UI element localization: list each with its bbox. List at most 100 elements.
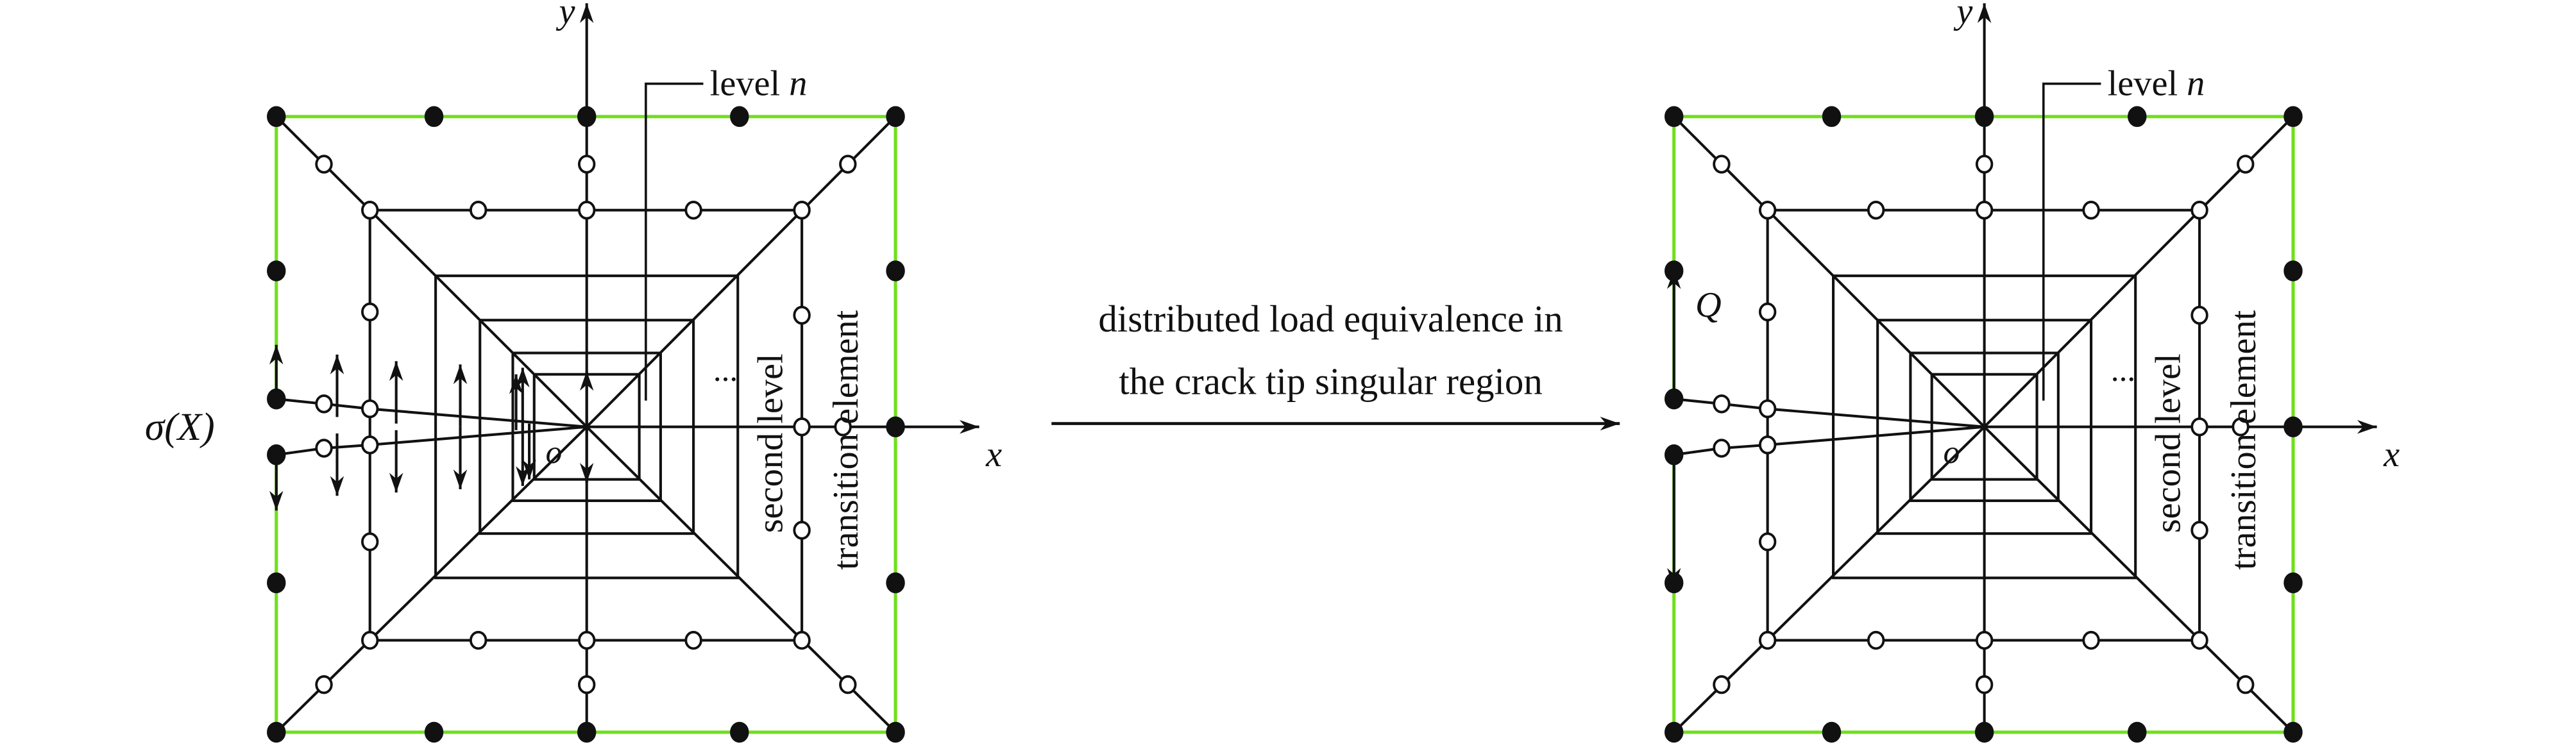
corner-node: [2128, 721, 2147, 743]
corner-node: [577, 721, 597, 743]
second-level-label: second level: [750, 353, 790, 533]
transition-element-label: transition element: [2224, 310, 2264, 569]
load-arrow-up-head: [269, 344, 284, 365]
load-arrow-up-head: [453, 364, 468, 385]
level-n-leader-line: [645, 82, 704, 401]
corner-node: [267, 444, 286, 466]
mid-node: [361, 435, 379, 455]
corner-node: [1664, 572, 1684, 594]
mid-node: [315, 394, 333, 414]
mid-node: [2232, 417, 2250, 437]
right-mesh-figure: [1664, 3, 2377, 743]
mid-node: [1713, 394, 1731, 414]
mid-node: [839, 675, 857, 694]
corner-node: [1974, 106, 1994, 128]
level-n-label: level n: [2108, 64, 2205, 104]
mid-node: [1713, 155, 1731, 174]
mid-node: [1758, 532, 1777, 551]
corner-node: [267, 721, 286, 743]
load-arrow-down-head: [330, 476, 344, 496]
corner-node: [2284, 721, 2303, 743]
corner-node: [886, 106, 905, 128]
mid-node: [793, 630, 811, 650]
load-arrow-up-head: [516, 367, 530, 388]
corner-node: [886, 721, 905, 743]
mid-node: [361, 630, 379, 650]
corner-node: [424, 106, 444, 128]
y-axis-label: y: [555, 0, 575, 31]
level-n-leader-line: [2042, 82, 2101, 401]
mid-node: [470, 630, 487, 650]
mid-node: [2190, 305, 2208, 325]
origin-label: o: [1944, 434, 1960, 471]
mid-node: [1975, 675, 1994, 694]
mid-node: [1975, 201, 1994, 220]
corner-node: [267, 388, 286, 410]
mid-node: [2190, 201, 2208, 220]
load-arrow-down-head: [516, 466, 530, 486]
transformation-arrow-head: [1600, 416, 1620, 431]
mid-node: [577, 201, 596, 220]
right-labels: y x o level n ... second level transitio…: [1695, 0, 2400, 570]
second-level-label: second level: [2148, 353, 2188, 533]
load-arrow-down-head: [269, 491, 284, 511]
inner-level-square: [479, 319, 695, 535]
corner-node: [1822, 721, 1842, 743]
mid-node: [361, 532, 379, 551]
corner-node: [267, 572, 286, 594]
x-axis-arrow-head: [959, 419, 979, 434]
load-arrow-down-head: [579, 463, 594, 483]
mid-node: [1975, 155, 1994, 174]
mid-node: [1758, 302, 1777, 322]
corner-node: [886, 572, 905, 594]
inner-level-square: [1876, 319, 2093, 535]
mid-node: [577, 155, 596, 174]
origin-label: o: [546, 434, 563, 471]
mid-node: [1758, 435, 1777, 455]
inner-level-square: [511, 351, 662, 502]
x-axis-label: x: [2383, 435, 2400, 474]
corner-node: [1664, 388, 1684, 410]
corner-node: [2128, 106, 2147, 128]
corner-node: [267, 260, 286, 281]
mid-node: [2190, 521, 2208, 540]
x-axis-label: x: [985, 435, 1002, 474]
inner-level-square: [1909, 351, 2060, 502]
mid-node: [315, 675, 333, 694]
corner-node: [1822, 106, 1842, 128]
mid-node: [834, 417, 852, 437]
mid-node: [1867, 201, 1885, 220]
ellipsis-label: ...: [713, 352, 738, 389]
corner-node: [2284, 106, 2303, 128]
transformation-caption-line2: the crack tip singular region: [1119, 361, 1542, 403]
mid-node: [2082, 630, 2100, 650]
q-load-label: Q: [1695, 285, 1722, 325]
transition-element-label: transition element: [826, 310, 866, 569]
y-axis-label: y: [1953, 0, 1973, 31]
mid-node: [793, 417, 811, 437]
load-arrow-down-head: [453, 469, 468, 490]
corner-node: [1664, 260, 1684, 281]
mid-node: [839, 155, 857, 174]
inner-level-square: [434, 274, 740, 580]
load-arrow-up-head: [509, 374, 523, 394]
mid-node: [1758, 201, 1777, 220]
y-axis-arrow-head: [579, 3, 594, 23]
mid-node: [684, 630, 702, 650]
inner-level-square: [1832, 274, 2137, 580]
corner-node: [577, 106, 597, 128]
mid-node: [684, 201, 702, 220]
mid-node: [2082, 201, 2100, 220]
mid-node: [1713, 675, 1731, 694]
corner-node: [886, 260, 905, 281]
mid-node: [2190, 417, 2208, 437]
mid-node: [577, 630, 596, 650]
x-axis-arrow-head: [2357, 419, 2377, 434]
mid-node: [361, 399, 379, 419]
mid-node: [1975, 630, 1994, 650]
mid-node: [2237, 155, 2255, 174]
left-mesh-figure: [267, 3, 979, 743]
corner-node: [2284, 572, 2303, 594]
corner-node: [267, 106, 286, 128]
